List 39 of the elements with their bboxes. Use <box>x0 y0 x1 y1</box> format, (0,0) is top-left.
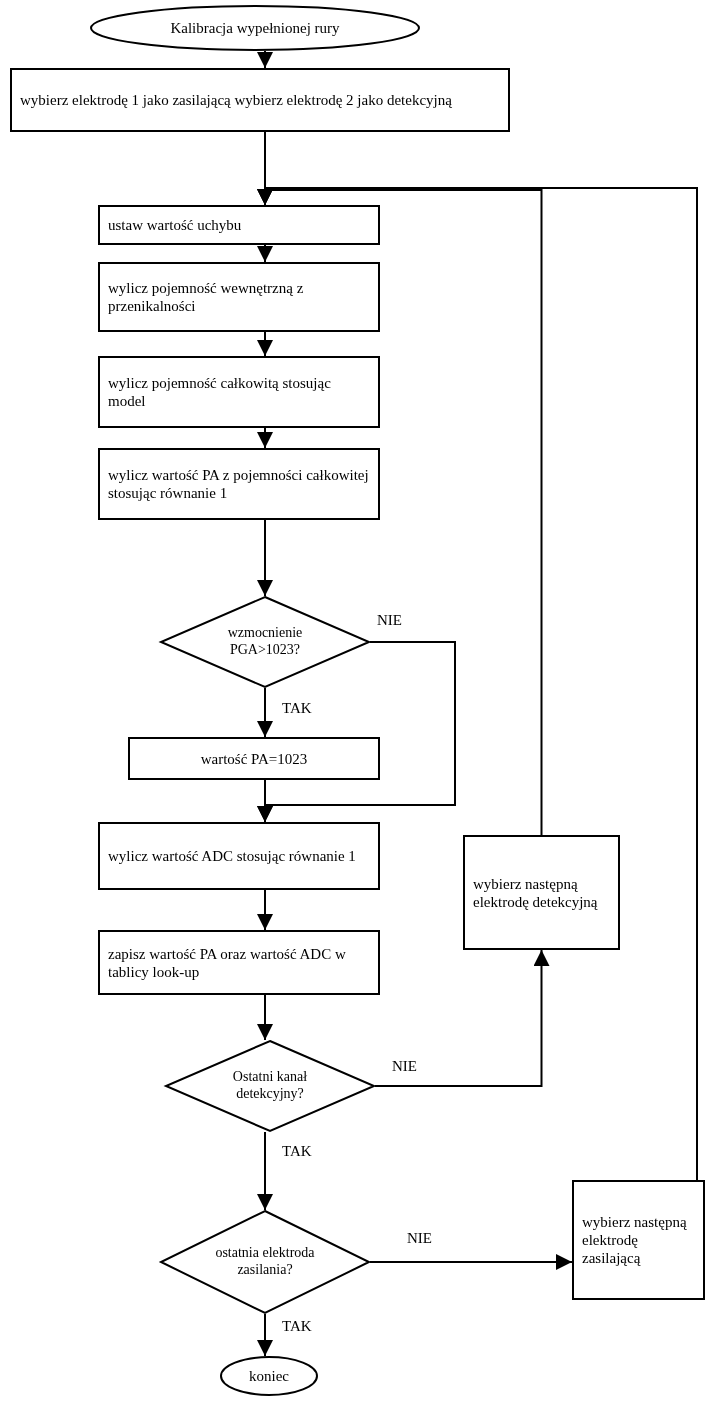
step-text: ostatnia elektroda zasilania? <box>214 1245 316 1279</box>
arrow <box>257 50 273 69</box>
process-box <box>98 262 380 332</box>
arrow <box>257 331 273 357</box>
process-box <box>98 930 380 995</box>
step-text: wylicz pojemność całkowitą stosując model <box>107 374 332 410</box>
process-box <box>98 822 380 890</box>
step-text: zapisz wartość PA oraz wartość ADC w tablicy look-up <box>107 944 347 981</box>
step-text: wylicz wartość ADC stosując równanie 1 <box>107 847 357 865</box>
arrow <box>257 244 273 263</box>
step-text: koniec <box>249 1367 289 1385</box>
arrow <box>257 187 698 1181</box>
arrow <box>257 1131 273 1211</box>
step-text: wybierz następną elektrodę detekcyjną <box>472 874 599 911</box>
step-text: wartość PA=1023 <box>200 749 308 768</box>
process-box <box>98 448 380 520</box>
step-text: wybierz elektrodę 1 jako zasilającą wybierz elektrodę 2 jako detekcyjną <box>19 91 453 109</box>
step-text: ustaw wartość uchybu <box>107 216 243 234</box>
arrow <box>369 1254 573 1270</box>
arrow <box>257 994 273 1041</box>
arrow <box>374 949 550 1087</box>
process-box <box>98 356 380 428</box>
step-text: wzmocnienie PGA>1023? <box>226 625 304 659</box>
arrow <box>257 687 273 738</box>
arrow <box>257 427 273 449</box>
arrow <box>257 889 273 931</box>
process-box <box>98 205 380 245</box>
process-box <box>128 737 380 780</box>
process-box <box>463 835 620 950</box>
step-text: wylicz pojemność wewnętrzną z przenikalności <box>107 279 305 315</box>
arrow <box>257 1313 273 1357</box>
process-box <box>10 68 510 132</box>
arrow <box>257 519 273 597</box>
step-text: Kalibracja wypełnionej rury <box>170 19 340 37</box>
arrow <box>257 779 273 823</box>
step-text: wybierz następną elektrodę zasilającą <box>581 1213 688 1267</box>
step-text: Ostatni kanał detekcyjny? <box>231 1069 309 1103</box>
process-box <box>572 1180 705 1300</box>
step-text: wylicz wartość PA z pojemności całkowitej stosując równanie 1 <box>107 466 370 502</box>
